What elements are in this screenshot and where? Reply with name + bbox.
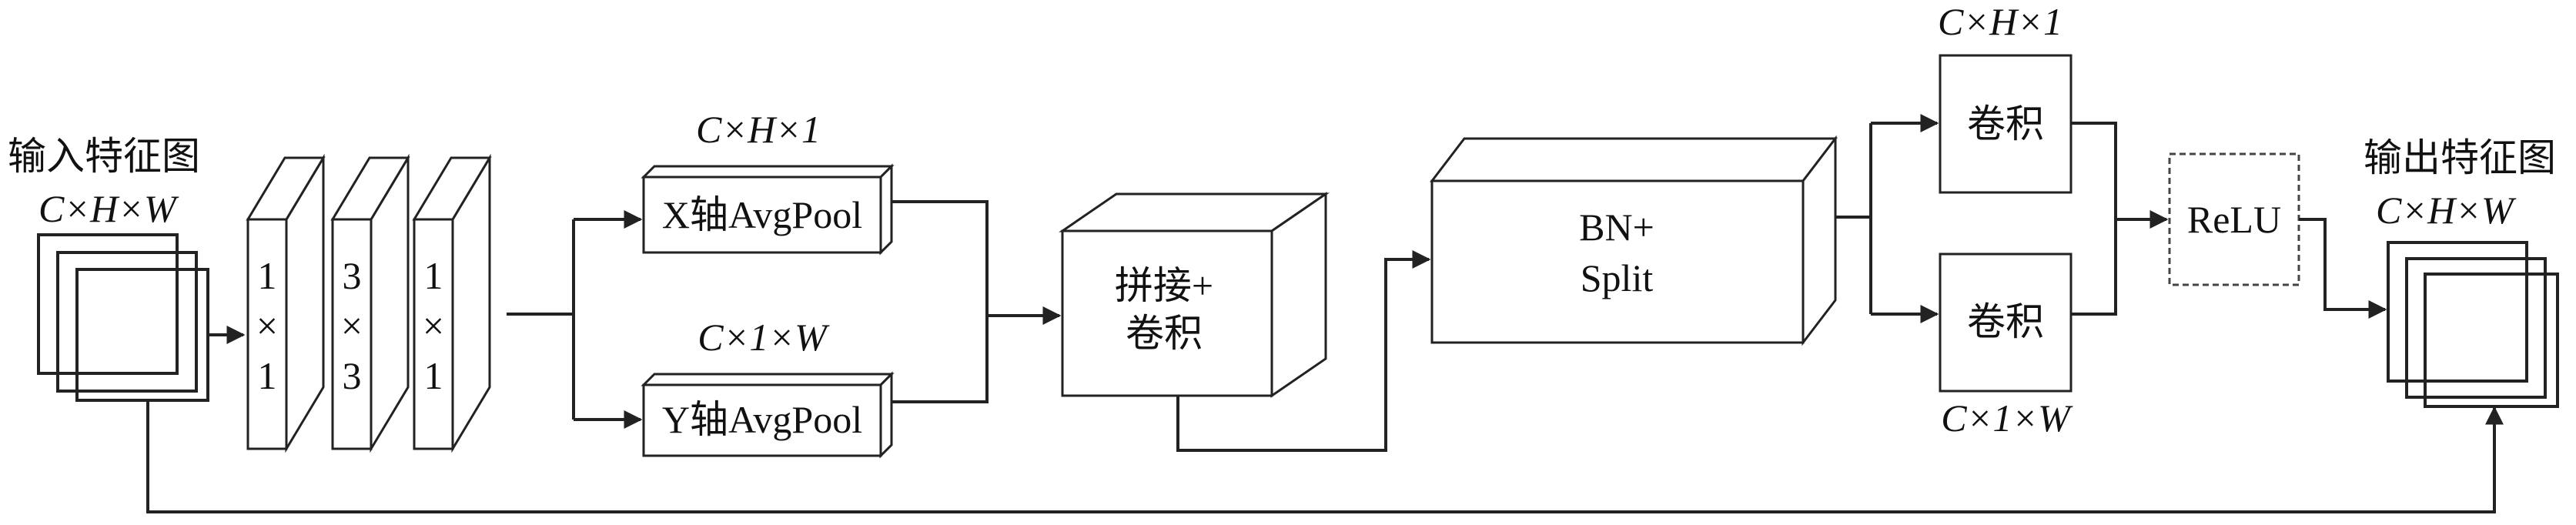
relu-block: ReLU [2168, 152, 2300, 286]
conv-bottom-dims: C×1×W [1941, 396, 2073, 440]
bn-split-line1: BN+ [1579, 206, 1654, 249]
pool-y-dims: C×1×W [698, 316, 830, 359]
pool-x-side [879, 163, 893, 256]
conv-slab-3 [413, 218, 454, 450]
conv-top-dims: C×H×1 [1938, 0, 2062, 43]
relu [2168, 152, 2300, 286]
conv-3-bot: 1 [424, 354, 443, 397]
concat-conv-side [1270, 192, 1327, 398]
conv-1-mid: × [256, 304, 278, 347]
input-dims: C×H×W [38, 187, 179, 230]
input-feature-map: 输入特征图 C×H×W [8, 135, 209, 402]
input-map-layer-1 [37, 233, 179, 375]
conv-1-top: 1 [258, 254, 277, 297]
line-concat-to-bn [1176, 259, 1387, 452]
conv-slab-1 [246, 218, 288, 450]
input-map-layer-3 [75, 268, 209, 402]
conv-2-top: 3 [343, 254, 362, 297]
line-residual [146, 400, 2496, 513]
conv-bottom [1939, 252, 2073, 393]
line-relu-down [2299, 218, 2327, 309]
conv-stack: 1 × 1 3 × 3 1 × 1 [246, 153, 492, 453]
input-map-layer-2 [56, 251, 198, 393]
pool-y-top [641, 373, 895, 386]
concat-conv-line1: 拼接+ [1115, 264, 1213, 307]
bn-split-line2: Split [1581, 256, 1654, 299]
concat-conv-block: 拼接+ 卷积 [1059, 192, 1330, 398]
pool-y-side [879, 371, 893, 459]
pool-x [642, 176, 882, 254]
conv-1-bot: 1 [258, 354, 277, 397]
concat-conv [1061, 229, 1273, 397]
conv-slab-2 [331, 218, 373, 450]
conv-2-mid: × [341, 304, 363, 347]
bn-split-block: BN+ Split [1429, 135, 1838, 346]
pool-y-label: Y轴AvgPool [662, 398, 862, 441]
bn-split [1430, 179, 1805, 344]
output-map-layer-3 [2424, 273, 2559, 408]
output-title: 输出特征图 [2364, 136, 2556, 179]
conv-bottom-block: 卷积 C×1×W [1939, 252, 2073, 440]
conv-top [1939, 54, 2073, 194]
output-map-layer-1 [2387, 241, 2528, 383]
line-pools-merge [892, 200, 989, 403]
bn-split-top [1429, 137, 1838, 182]
output-dims: C×H×W [2376, 189, 2517, 232]
output-map-layer-2 [2405, 257, 2547, 399]
concat-conv-line2: 卷积 [1126, 312, 1203, 355]
input-title: 输入特征图 [8, 135, 200, 178]
conv-top-block: C×H×1 卷积 [1938, 0, 2073, 194]
pool-x-dims: C×H×1 [696, 108, 821, 151]
pool-y [642, 383, 882, 457]
conv-bottom-label: 卷积 [1967, 300, 2044, 343]
pool-x-top [641, 165, 895, 179]
conv-3-top: 1 [424, 254, 443, 297]
conv-3-mid: × [423, 304, 444, 347]
relu-label: ReLU [2187, 198, 2281, 241]
line-convs-merge [2071, 122, 2117, 316]
pool-x-block: C×H×1 X轴AvgPool [641, 108, 895, 256]
pool-y-block: C×1×W Y轴AvgPool [641, 316, 895, 459]
conv-top-label: 卷积 [1967, 102, 2044, 145]
conv-2-bot: 3 [343, 354, 362, 397]
pool-x-label: X轴AvgPool [662, 193, 862, 236]
output-feature-map: 输出特征图 C×H×W [2364, 136, 2559, 408]
